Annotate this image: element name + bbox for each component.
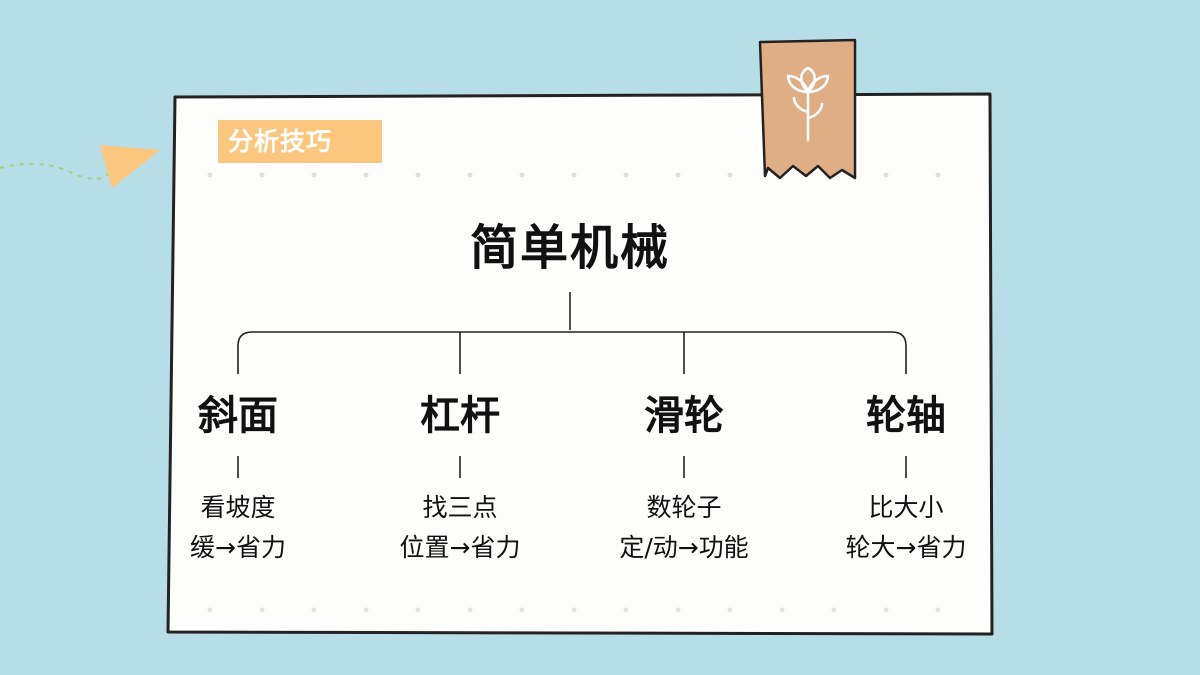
branch-title: 斜面 (198, 393, 278, 439)
branch-title: 滑轮 (644, 393, 724, 439)
branch-desc-lever: 找三点 位置→省力 (360, 488, 560, 568)
card-dots (207, 172, 941, 613)
dotted-trail (0, 162, 111, 180)
flower-icon (786, 66, 830, 142)
branch-desc-pulley: 数轮子 定/动→功能 (584, 488, 784, 568)
diagram-root: 简单机械 (469, 220, 670, 276)
branch-lever: 杠杆 (360, 392, 560, 440)
branch-title: 杠杆 (420, 393, 500, 439)
desc-line: 位置→省力 (399, 533, 521, 562)
desc-line: 找三点 (422, 493, 498, 522)
desc-line: 数轮子 (646, 493, 722, 522)
branch-title: 轮轴 (866, 393, 946, 439)
branch-incline: 斜面 (138, 392, 338, 440)
desc-line: 定/动→功能 (619, 533, 749, 562)
branch-pulley: 滑轮 (584, 392, 784, 440)
branch-desc-incline: 看坡度 缓→省力 (138, 488, 338, 568)
tree-connectors (237, 292, 907, 478)
branch-wheel-axle: 轮轴 (806, 392, 1006, 440)
branch-desc-wheel-axle: 比大小 轮大→省力 (806, 488, 1006, 568)
arrow-icon (100, 145, 160, 188)
desc-line: 缓→省力 (190, 533, 286, 562)
section-tag: 分析技巧 (218, 120, 382, 163)
desc-line: 比大小 (868, 493, 944, 522)
paper-card (166, 92, 994, 636)
desc-line: 看坡度 (200, 493, 276, 522)
desc-line: 轮大→省力 (845, 533, 967, 562)
